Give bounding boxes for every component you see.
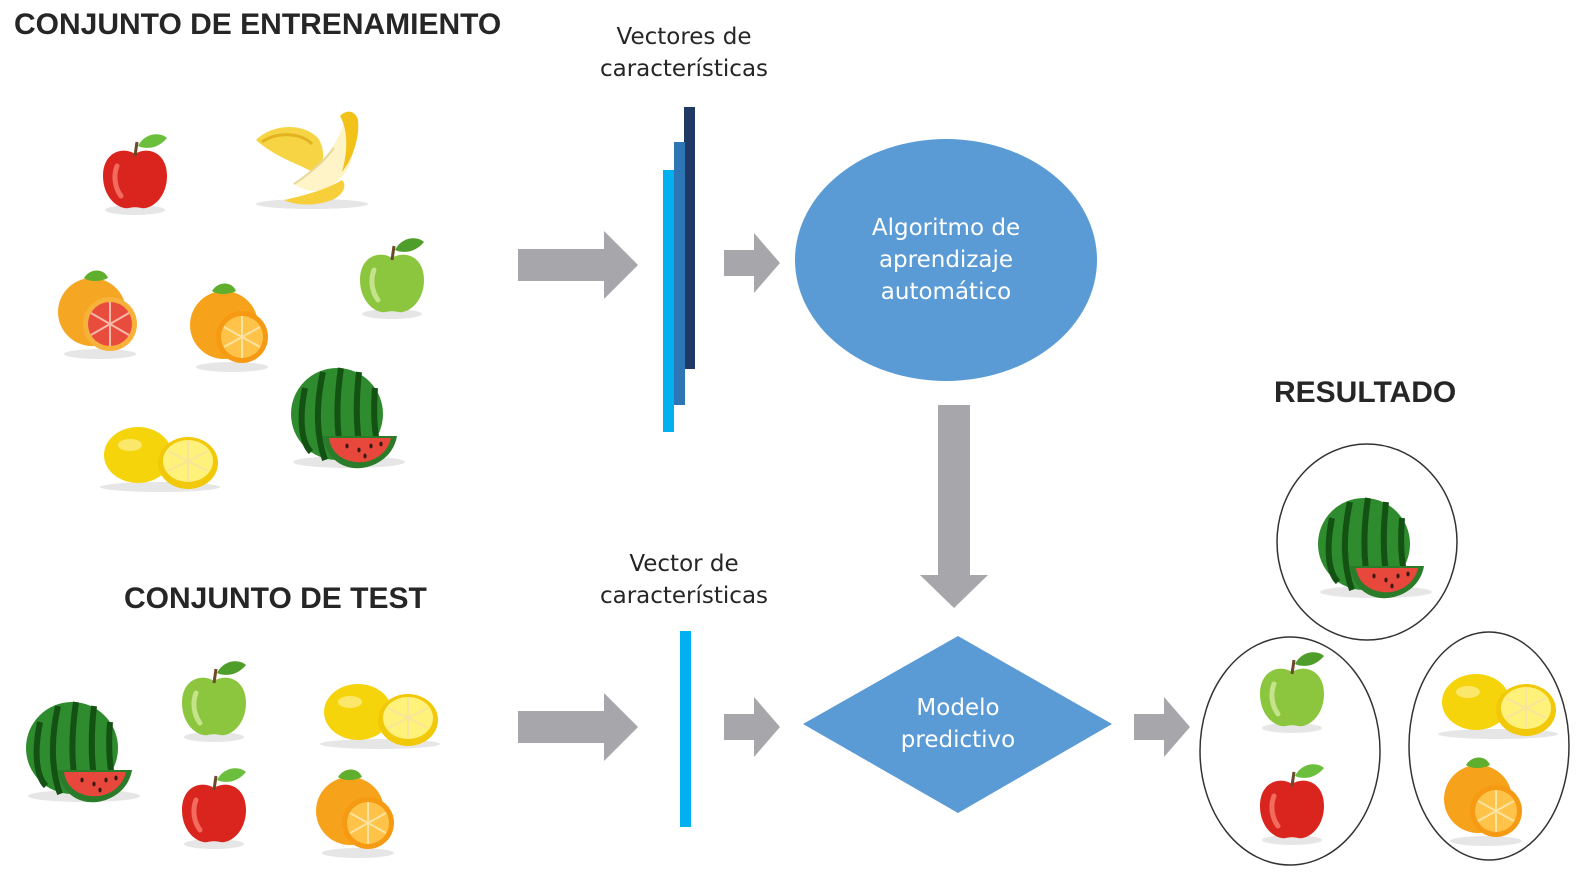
feature-vectors-caption: Vectores de características xyxy=(584,21,784,85)
lemon-image xyxy=(319,683,441,750)
result-group-watermelon xyxy=(1276,443,1458,641)
model-label-line2: predictivo xyxy=(900,727,1016,753)
vectors-to-algorithm-arrow xyxy=(724,233,780,293)
algorithm-node xyxy=(795,139,1097,381)
algorithm-to-model-arrow xyxy=(920,405,988,608)
watermelon-image xyxy=(291,368,405,468)
model-node xyxy=(803,636,1112,813)
model-to-result-arrow xyxy=(1134,697,1190,757)
red-apple-image xyxy=(182,768,246,849)
vector-to-model-arrow xyxy=(724,697,780,757)
feature-vector-caption-line1: Vector de xyxy=(629,551,739,577)
algorithm-label-line2: aprendizaje xyxy=(878,247,1014,273)
green-apple-image xyxy=(360,238,424,319)
feature-vector xyxy=(680,631,691,827)
test-arrow xyxy=(518,693,638,761)
banana-image xyxy=(254,110,370,211)
test-set-title: CONJUNTO DE TEST xyxy=(124,582,427,615)
lemon-image xyxy=(99,426,221,493)
feature-vector-caption-line2: características xyxy=(599,583,769,609)
training-arrow xyxy=(518,231,638,299)
feature-vectors-caption-line2: características xyxy=(599,56,769,82)
algorithm-label: Algoritmo de aprendizaje automático xyxy=(826,212,1066,308)
orange-image xyxy=(315,768,395,859)
orange-image xyxy=(189,282,269,373)
feature-vector-caption: Vector de características xyxy=(584,548,784,612)
model-label: Modelo predictivo xyxy=(858,692,1058,756)
result-group-citrus xyxy=(1408,631,1570,861)
grapefruit-image xyxy=(57,269,138,360)
feature-vectors xyxy=(663,107,695,432)
result-title: RESULTADO xyxy=(1274,376,1457,409)
feature-vectors-caption-line1: Vectores de xyxy=(616,24,752,50)
algorithm-label-line3: automático xyxy=(880,279,1012,305)
green-apple-image xyxy=(182,661,246,742)
watermelon-image xyxy=(26,702,140,802)
red-apple-image xyxy=(103,134,167,215)
test-set xyxy=(26,661,441,859)
model-label-line1: Modelo xyxy=(916,695,1000,721)
training-set-title: CONJUNTO DE ENTRENAMIENTO xyxy=(14,8,502,41)
training-set xyxy=(57,110,424,493)
result-group-apples xyxy=(1199,636,1381,866)
algorithm-label-line1: Algoritmo de xyxy=(871,215,1021,241)
